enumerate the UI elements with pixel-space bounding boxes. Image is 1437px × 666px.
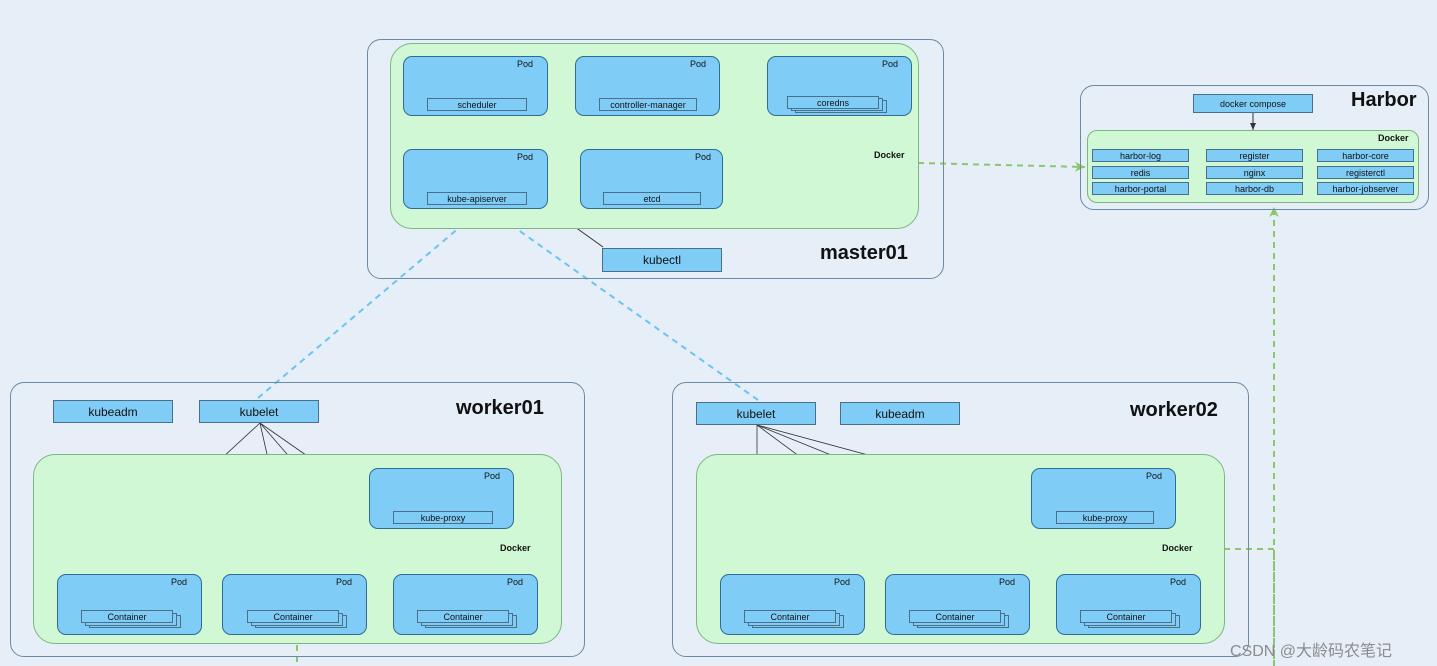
worker02-node <box>672 382 1249 657</box>
worker02-container-3-box[interactable]: Container <box>1080 610 1172 623</box>
kube-apiserver-box[interactable]: kube-apiserver <box>427 192 527 205</box>
worker01-kube-proxy-box[interactable]: kube-proxy <box>393 511 493 524</box>
worker01-node <box>10 382 585 657</box>
docker-compose-box[interactable]: docker compose <box>1193 94 1313 113</box>
pod-label: Pod <box>507 577 524 587</box>
worker01-kubelet-box[interactable]: kubelet <box>199 400 319 423</box>
pod-label: Pod <box>171 577 188 587</box>
harbor-service-register[interactable]: register <box>1206 149 1303 162</box>
master01-node <box>367 39 944 279</box>
worker01-docker-label: Docker <box>500 543 531 553</box>
edge-kubelet01-apiserver <box>257 209 481 399</box>
controller-manager-box[interactable]: controller-manager <box>599 98 697 111</box>
pod-label: Pod <box>834 577 851 587</box>
harbor-node <box>1080 85 1429 210</box>
edge-master-harbor <box>917 161 1086 172</box>
kubectl-box[interactable]: kubectl <box>602 248 722 272</box>
pod-label: Pod <box>517 59 534 69</box>
harbor-docker-label: Docker <box>1378 133 1409 143</box>
worker01-kubeadm-box[interactable]: kubeadm <box>53 400 173 423</box>
worker02-container-1-box[interactable]: Container <box>744 610 836 623</box>
worker02-kube-proxy-box[interactable]: kube-proxy <box>1056 511 1154 524</box>
worker02-kubelet-box[interactable]: kubelet <box>696 402 816 425</box>
worker01-title: worker01 <box>456 397 544 419</box>
harbor-service-harbor-jobserver[interactable]: harbor-jobserver <box>1317 182 1414 195</box>
master01-title: master01 <box>820 242 908 264</box>
pod-label: Pod <box>517 152 534 162</box>
harbor-service-harbor-log[interactable]: harbor-log <box>1092 149 1189 162</box>
etcd-box[interactable]: etcd <box>603 192 701 205</box>
pod-label: Pod <box>1146 471 1163 481</box>
worker02-kubeadm-box[interactable]: kubeadm <box>840 402 960 425</box>
edge-worker02-harbor <box>1224 548 1275 666</box>
harbor-service-harbor-db[interactable]: harbor-db <box>1206 182 1303 195</box>
harbor-service-registerctl[interactable]: registerctl <box>1317 166 1414 179</box>
worker02-docker-label: Docker <box>1162 543 1193 553</box>
worker01-container-2-box[interactable]: Container <box>247 610 339 623</box>
harbor-service-harbor-portal[interactable]: harbor-portal <box>1092 182 1189 195</box>
pod-label: Pod <box>695 152 712 162</box>
harbor-service-redis[interactable]: redis <box>1092 166 1189 179</box>
scheduler-box[interactable]: scheduler <box>427 98 527 111</box>
worker01-container-1-box[interactable]: Container <box>81 610 173 623</box>
worker01-container-3-box[interactable]: Container <box>417 610 509 623</box>
harbor-service-harbor-core[interactable]: harbor-core <box>1317 149 1414 162</box>
pod-label: Pod <box>336 577 353 587</box>
pod-label: Pod <box>484 471 501 481</box>
pod-label: Pod <box>690 59 707 69</box>
coredns-box[interactable]: coredns <box>787 96 879 109</box>
worker02-container-2-box[interactable]: Container <box>909 610 1001 623</box>
watermark: CSDN @大龄码农笔记 <box>1230 643 1393 660</box>
pod-label: Pod <box>1170 577 1187 587</box>
harbor-title: Harbor <box>1351 89 1417 111</box>
harbor-service-nginx[interactable]: nginx <box>1206 166 1303 179</box>
worker02-title: worker02 <box>1130 399 1218 421</box>
master01-docker-label: Docker <box>874 150 905 160</box>
pod-label: Pod <box>999 577 1016 587</box>
pod-label: Pod <box>882 59 899 69</box>
